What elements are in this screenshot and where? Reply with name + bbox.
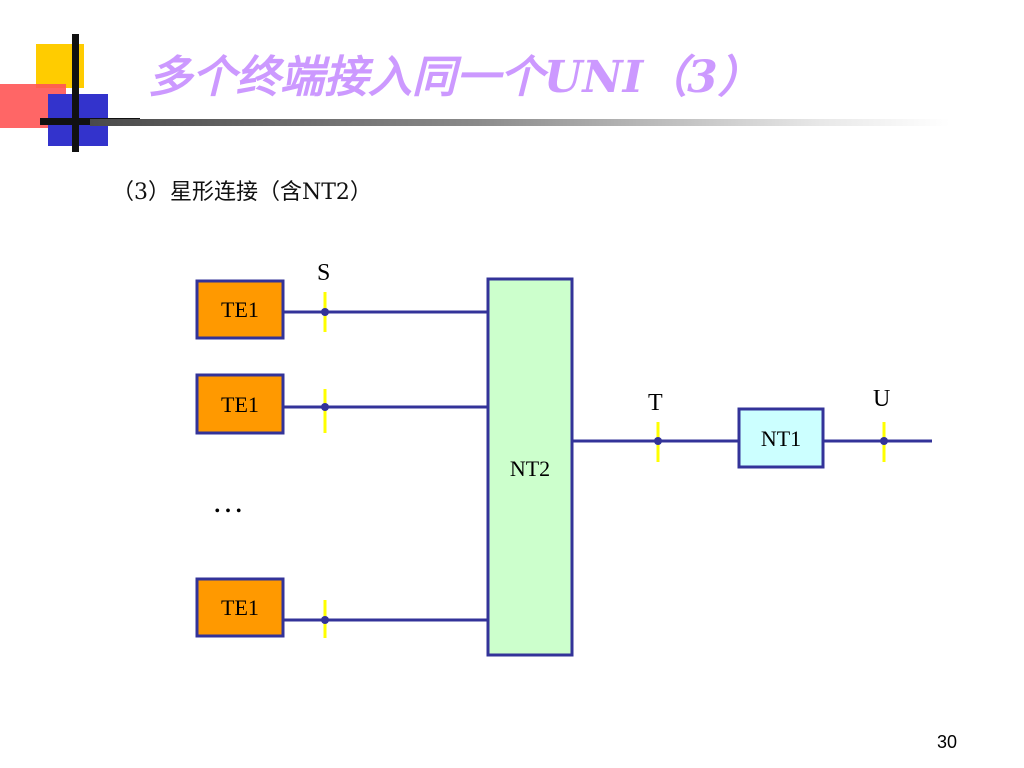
te1-box-3-label: TE1 bbox=[221, 595, 259, 620]
ref-marker-t bbox=[654, 422, 662, 462]
slide-subtitle: （3）星形连接（含NT2） bbox=[112, 180, 372, 205]
page-number: 30 bbox=[937, 732, 958, 752]
te1-box-2: TE1 bbox=[195, 373, 285, 435]
ref-marker-s-1 bbox=[321, 292, 329, 332]
nt1-box: NT1 bbox=[737, 407, 825, 469]
te1-box-1-label: TE1 bbox=[221, 297, 259, 322]
ref-label-s: S bbox=[317, 260, 330, 286]
te1-box-1: TE1 bbox=[195, 279, 285, 340]
title-underline bbox=[90, 119, 950, 126]
ref-marker-s-2 bbox=[321, 389, 329, 433]
ref-label-t: T bbox=[648, 390, 663, 416]
terminal-ellipsis: … bbox=[212, 483, 244, 519]
ref-label-u: U bbox=[873, 386, 890, 412]
te1-box-2-label: TE1 bbox=[221, 392, 259, 417]
ref-marker-u bbox=[880, 422, 888, 462]
te1-box-3: TE1 bbox=[195, 577, 285, 638]
nt2-box-label: NT2 bbox=[510, 456, 550, 481]
ref-marker-s-3 bbox=[321, 600, 329, 638]
nt1-box-label: NT1 bbox=[761, 426, 801, 451]
connection-lines bbox=[283, 310, 932, 622]
slide-title: 多个终端接入同一个UNI（3） bbox=[148, 52, 762, 103]
nt2-box: NT2 bbox=[486, 277, 574, 657]
